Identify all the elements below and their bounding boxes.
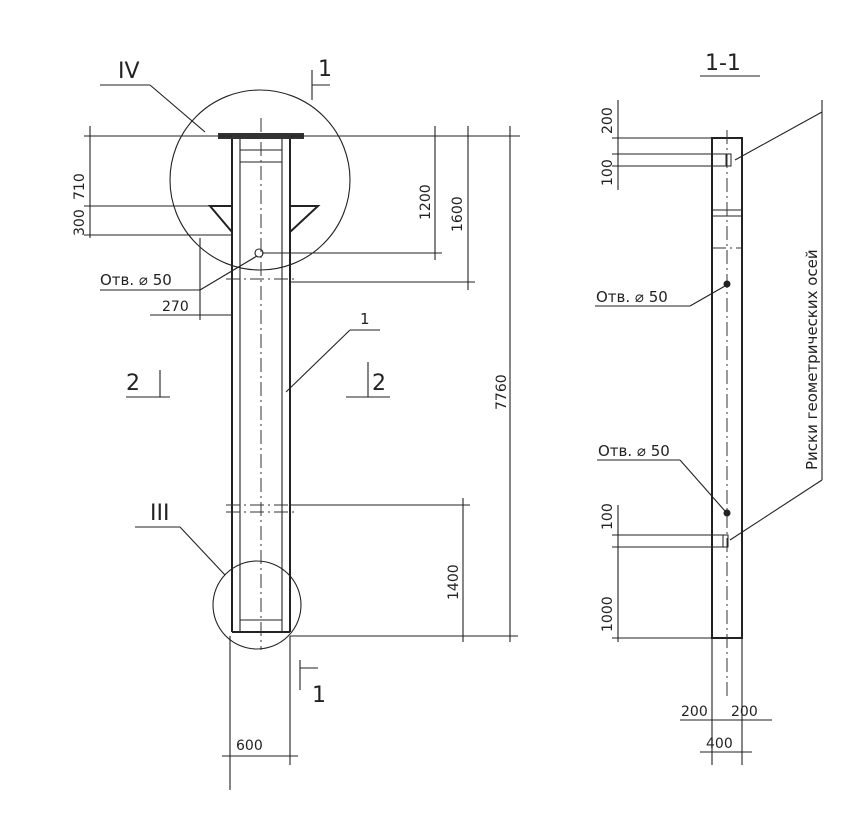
section-hole-lower [723, 509, 731, 517]
sec-dim-200-right: 200 [731, 704, 758, 720]
section-2-right-label: 2 [372, 371, 386, 396]
section-1-1: 1-1 Отв. ⌀ 50 Отв. ⌀ 50 Риски геометриче… [595, 51, 823, 765]
hole-lower-leader [679, 459, 726, 512]
detail-iii-circle [212, 560, 302, 650]
hole-label: Отв. ⌀ 50 [100, 271, 172, 289]
iii-leader [179, 526, 226, 576]
dim-1200: 1200 [418, 184, 434, 220]
sec-dim-100-bottom: 100 [600, 503, 616, 530]
axis-mark-top [725, 153, 732, 167]
section-1-bottom-label: 1 [312, 683, 326, 708]
dim-7760: 7760 [494, 374, 510, 410]
hole-leader [199, 255, 258, 291]
section-hole-upper [723, 280, 731, 288]
position-label: 1 [360, 310, 370, 328]
sec-dim-100-top: 100 [600, 159, 616, 186]
axis-marks-note: Риски геометрических осей [803, 249, 821, 470]
sec-dim-200-top: 200 [600, 107, 616, 134]
corbel-left [207, 205, 233, 233]
hole-label-upper: Отв. ⌀ 50 [596, 288, 668, 306]
dim-270: 270 [162, 299, 189, 315]
detail-iii-label: III [150, 501, 169, 526]
dim-1400: 1400 [446, 564, 462, 600]
corbel-right [289, 205, 321, 233]
section-1-top-label: 1 [318, 57, 332, 82]
pos-1-leader [285, 329, 351, 393]
dim-710: 710 [72, 173, 88, 200]
sec-dim-400: 400 [706, 736, 733, 752]
note-leader-top [734, 111, 823, 161]
note-leader-bottom [729, 479, 823, 541]
column-elevation: IV III 1 1 2 2 1 Отв. ⌀ 50 300 [72, 57, 520, 790]
sec-dim-1000: 1000 [600, 596, 616, 632]
axis-mark-bottom [722, 534, 729, 548]
section-title: 1-1 [705, 51, 741, 76]
hole-main [254, 248, 264, 258]
detail-iv-circle [169, 89, 351, 271]
hole-label-lower: Отв. ⌀ 50 [598, 442, 670, 460]
section-2-left-label: 2 [126, 371, 140, 396]
iv-leader [149, 84, 206, 133]
hole-upper-leader [689, 285, 726, 307]
detail-iv-label: IV [118, 59, 140, 84]
dim-600: 600 [236, 738, 263, 754]
dim-1600: 1600 [450, 196, 466, 232]
dim-300: 300 [72, 209, 88, 236]
sec-dim-200-left: 200 [681, 704, 708, 720]
